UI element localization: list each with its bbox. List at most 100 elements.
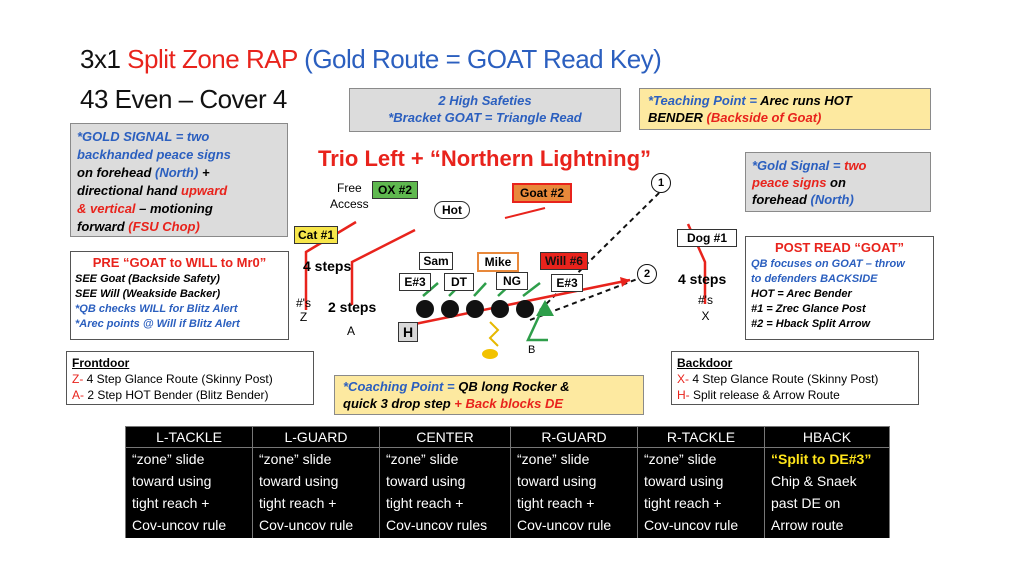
z-route [304,220,357,310]
table-cell: tight reach + [125,492,253,514]
goat-arrow [504,207,546,219]
sam-label: Sam [419,252,453,270]
coaching-point-box: *Coaching Point = QB long Rocker & quick… [334,375,644,415]
title-route: (Gold Route = GOAT Read Key) [297,44,662,74]
title-prefix: 3x1 [80,44,128,74]
frontdoor-a-text: 2 Step HOT Bender (Blitz Bender) [84,388,269,402]
frontdoor-z-text: 4 Step Glance Route (Skinny Post) [83,372,273,386]
frontdoor-title: Frontdoor [72,356,130,370]
table-cell: Cov-uncov rule [637,514,765,538]
table-header-row: L-TACKLE L-GUARD CENTER R-GUARD R-TACKLE… [125,426,890,448]
table-cell: tight reach + [379,492,511,514]
table-row: Cov-uncov rule Cov-uncov rule Cov-uncov … [125,514,890,538]
gold-signal-left-h: – motioning [135,201,213,216]
read-one-marker: 1 [651,173,671,193]
table-row: tight reach + tight reach + tight reach … [125,492,890,514]
post-read-line5: #2 = Hback Split Arrow [751,318,871,330]
page-title: 3x1 Split Zone RAP (Gold Route = GOAT Re… [80,44,662,75]
z-position-label: #'s Z [296,296,311,324]
left-guard-dot [441,300,459,318]
backdoor-x-key: X- [677,372,689,386]
x-position-label: #'s X [698,292,713,324]
cat1-label: Cat #1 [294,226,338,244]
table-cell: toward using [125,470,253,492]
post-read-line4: #1 = Zrec Glance Post [751,303,866,315]
table-cell: Cov-uncov rule [125,514,253,538]
teaching-text2: BENDER [648,110,707,125]
oline-rules-table: L-TACKLE L-GUARD CENTER R-GUARD R-TACKLE… [125,426,890,538]
steps-4-right: 4 steps [678,271,727,287]
gold-signal-right-a: *Gold Signal = [752,158,845,173]
table-cell: Cov-uncov rule [252,514,380,538]
goat2-label: Goat #2 [512,183,572,203]
backdoor-title: Backdoor [677,356,733,370]
ng-label: NG [496,272,528,290]
free-access-line1: Free [337,181,362,195]
gold-signal-left-j: (FSU Chop) [128,219,200,234]
table-cell: tight reach + [510,492,638,514]
gold-signal-right-e: forehead [752,192,811,207]
qb-drop-spot [482,349,498,359]
qb-read-arrow [620,277,630,287]
table-cell: toward using [252,470,380,492]
backdoor-h-text: Split release & Arrow Route [689,388,840,402]
table-cell: Arrow route [764,514,890,538]
safeties-line1: 2 High Safeties [438,93,532,108]
qb-rocker-path [488,321,500,347]
gold-signal-left-b: on forehead [77,165,156,180]
header-l-tackle: L-TACKLE [125,426,253,448]
page-subtitle: 43 Even – Cover 4 [80,84,287,114]
coaching-text2: quick 3 drop step [343,396,455,411]
post-read-line1: QB focuses on GOAT – throw [751,258,905,270]
table-cell: toward using [379,470,511,492]
backdoor-box: Backdoor X- 4 Step Glance Route (Skinny … [671,351,919,405]
free-access-line2: Access [330,197,369,211]
z-letter: Z [299,310,308,324]
table-cell: “zone” slide [379,447,511,470]
dt-label: DT [444,273,474,291]
steps-2: 2 steps [328,299,377,315]
table-cell: Chip & Snaek [764,470,890,492]
post-read-line3: HOT = Arec Bender [751,288,852,300]
frontdoor-z-key: Z- [72,372,84,386]
table-cell: Cov-uncov rules [379,514,511,538]
ox2-label: OX #2 [372,181,418,199]
gold-signal-left-f: upward [181,183,228,198]
right-guard-dot [491,300,509,318]
read-two-marker: 2 [637,264,657,284]
frontdoor-a-key: A- [72,388,84,402]
table-cell: “zone” slide [510,447,638,470]
will6-label: Will #6 [540,252,588,270]
gold-signal-left-g: & vertical [77,201,136,216]
dog1-label: Dog #1 [677,229,737,247]
teaching-point-box: *Teaching Point = Arec runs HOT BENDER (… [639,88,931,130]
pre-read-line4: *Arec points @ Will if Blitz Alert [75,318,240,330]
table-cell: toward using [637,470,765,492]
pre-read-line2: SEE Will (Weakside Backer) [75,288,221,300]
e3-left-label: E#3 [399,273,431,291]
teaching-text3: (Backside of Goat) [706,110,822,125]
mike-label: Mike [477,252,519,272]
table-row: “zone” slide “zone” slide “zone” slide “… [125,447,890,470]
coaching-label: *Coaching Point = [343,379,459,394]
table-cell: “zone” slide [252,447,380,470]
coaching-text3: + Back blocks DE [454,396,563,411]
gold-signal-left-i: forward [77,219,129,234]
a-hot-route [350,228,416,305]
hback-triangle [536,300,554,316]
header-hback: HBACK [764,426,890,448]
safeties-line2: *Bracket GOAT = Triangle Read [388,110,582,125]
post-read-box: POST READ “GOAT” QB focuses on GOAT – th… [745,236,934,340]
pre-read-line3: *QB checks WILL for Blitz Alert [75,303,238,315]
pre-read-line1: SEE Goat (Backside Safety) [75,273,220,285]
steps-4-left: 4 steps [303,258,352,274]
table-cell: Cov-uncov rule [510,514,638,538]
gold-signal-right-c: peace signs [752,175,827,190]
header-l-guard: L-GUARD [252,426,380,448]
header-r-guard: R-GUARD [510,426,638,448]
post-read-title: POST READ “GOAT” [774,240,905,255]
a-position-label: A [347,324,356,338]
safeties-box: 2 High Safeties *Bracket GOAT = Triangle… [349,88,621,132]
b-position-label: B [528,344,536,356]
z-hash-text: #'s [296,296,311,310]
